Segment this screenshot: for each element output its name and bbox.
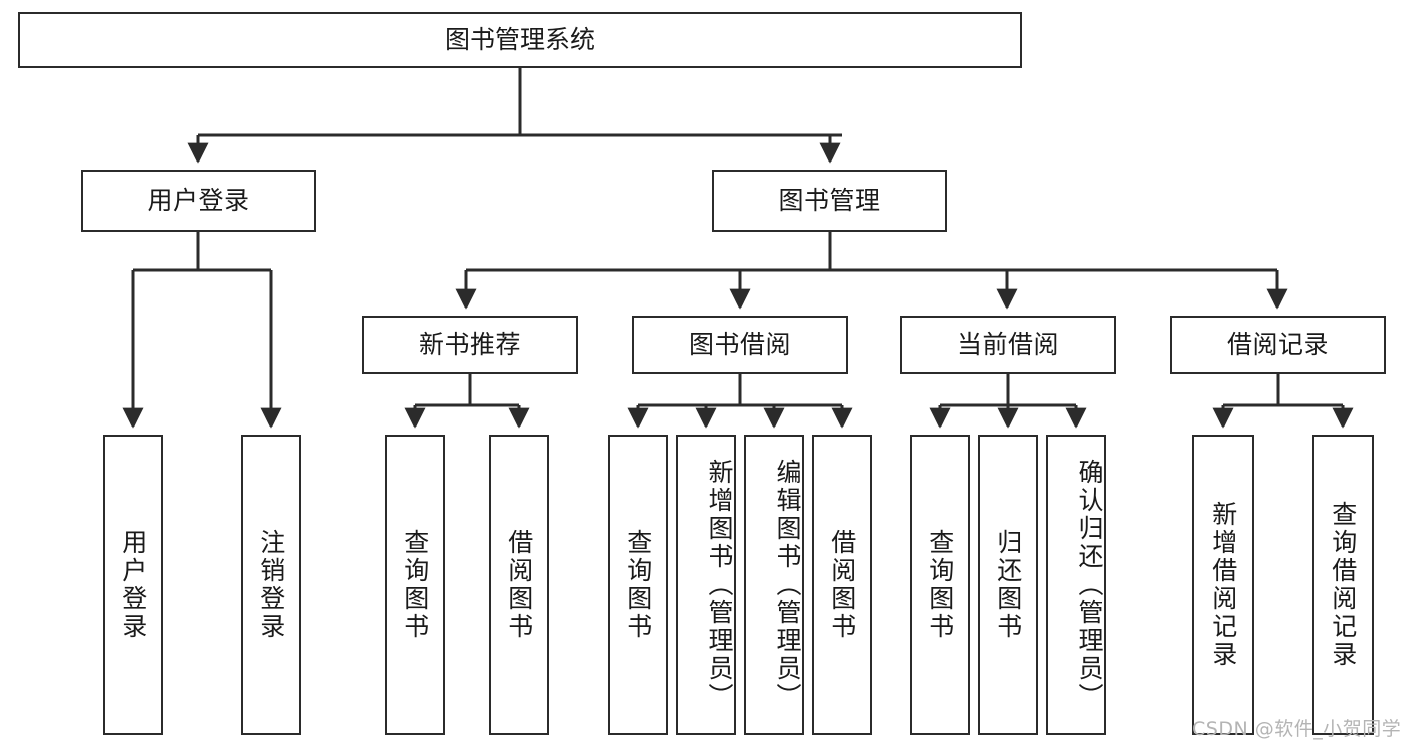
node-label: 借阅图书 — [504, 529, 534, 641]
node-book-borrow[interactable]: 图书借阅 — [632, 316, 848, 374]
node-leaf-query-book-borrow[interactable]: 查询图书 — [608, 435, 668, 735]
node-leaf-borrow-book[interactable]: 借阅图书 — [812, 435, 872, 735]
node-label: 查询图书 — [623, 529, 653, 641]
node-label: 当前借阅 — [956, 330, 1059, 360]
node-label: 查询图书 — [925, 529, 955, 641]
node-leaf-confirm-return[interactable]: 确认归还（管理员） — [1046, 435, 1106, 735]
edge-group-root — [187, 68, 842, 164]
node-new-book-recommend[interactable]: 新书推荐 — [362, 316, 578, 374]
node-user-login[interactable]: 用户登录 — [81, 170, 316, 232]
node-leaf-add-borrow-record[interactable]: 新增借阅记录 — [1192, 435, 1254, 735]
node-label: 新书推荐 — [418, 330, 521, 360]
node-label: 借阅图书 — [827, 529, 857, 641]
node-label: 用户登录 — [118, 529, 148, 641]
node-label: 图书借阅 — [688, 330, 791, 360]
node-leaf-logout-login[interactable]: 注销登录 — [241, 435, 301, 735]
node-leaf-edit-book[interactable]: 编辑图书（管理员） — [744, 435, 804, 735]
node-label: 注销登录 — [256, 529, 286, 641]
node-label: 图书管理 — [778, 186, 881, 216]
node-leaf-query-borrow-record[interactable]: 查询借阅记录 — [1312, 435, 1374, 735]
edge-group-book-manage — [455, 232, 1288, 310]
node-label: 查询图书 — [400, 529, 430, 641]
node-label: 借阅记录 — [1226, 330, 1329, 360]
edge-group-borrow-record — [1212, 374, 1354, 429]
node-leaf-user-login[interactable]: 用户登录 — [103, 435, 163, 735]
node-label: 新增图书（管理员） — [705, 459, 734, 711]
node-leaf-borrow-book-rec[interactable]: 借阅图书 — [489, 435, 549, 735]
node-leaf-query-book-rec[interactable]: 查询图书 — [385, 435, 445, 735]
node-book-manage[interactable]: 图书管理 — [712, 170, 947, 232]
node-label: 用户登录 — [147, 186, 250, 216]
edge-group-current-borrow — [929, 374, 1087, 429]
node-borrow-record[interactable]: 借阅记录 — [1170, 316, 1386, 374]
node-label: 归还图书 — [993, 529, 1023, 641]
edge-group-book-borrow — [627, 374, 853, 429]
node-leaf-add-book[interactable]: 新增图书（管理员） — [676, 435, 736, 735]
node-leaf-query-book-current[interactable]: 查询图书 — [910, 435, 970, 735]
edge-group-new-book-rec — [404, 374, 530, 429]
edge-group-user-login — [122, 232, 282, 429]
node-label: 编辑图书（管理员） — [773, 459, 802, 711]
node-label: 查询借阅记录 — [1328, 501, 1358, 669]
node-leaf-return-book[interactable]: 归还图书 — [978, 435, 1038, 735]
node-label: 新增借阅记录 — [1208, 501, 1238, 669]
node-label: 图书管理系统 — [444, 25, 595, 55]
node-root-system[interactable]: 图书管理系统 — [18, 12, 1022, 68]
csdn-watermark: CSDN @软件_小贺同学 — [1192, 718, 1402, 740]
node-current-borrow[interactable]: 当前借阅 — [900, 316, 1116, 374]
node-label: 确认归还（管理员） — [1075, 459, 1104, 711]
